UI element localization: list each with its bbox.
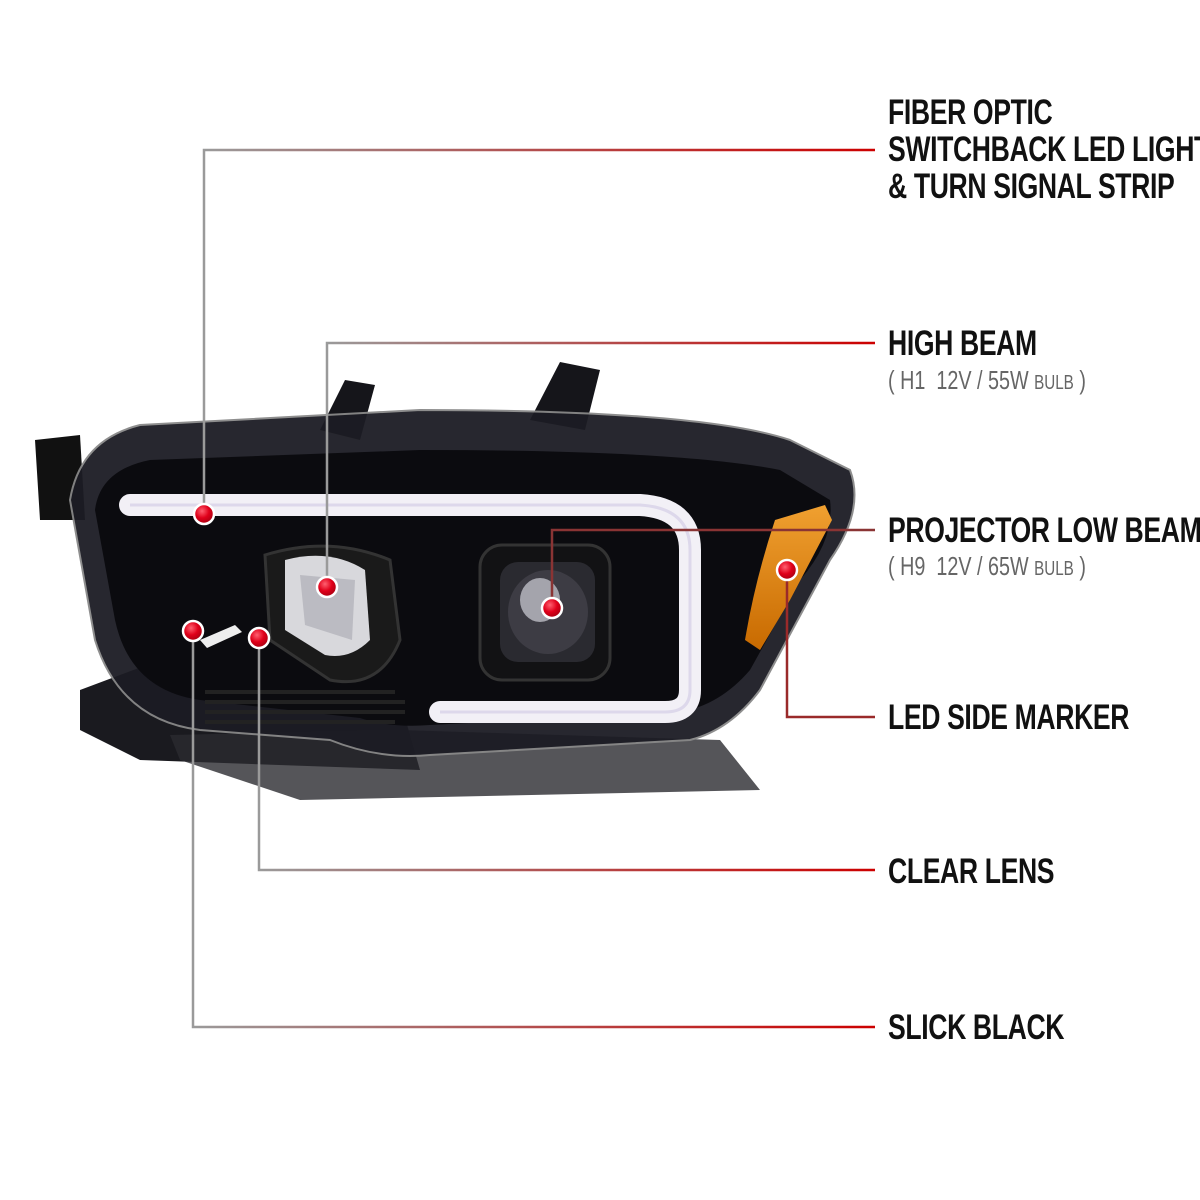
leader-clear-lens xyxy=(257,638,875,872)
leader-high-beam xyxy=(325,341,875,587)
paren: ) xyxy=(1079,551,1086,581)
marker-dot-high-beam xyxy=(315,575,339,599)
label-line: & TURN SIGNAL STRIP xyxy=(888,167,1175,206)
label-clear-lens: CLEAR LENS xyxy=(888,852,1055,891)
label-projector-low-beam: PROJECTOR LOW BEAM xyxy=(888,511,1200,550)
bulb-type: H1 xyxy=(900,365,926,395)
marker-dot-projector xyxy=(540,596,564,620)
leader-lines xyxy=(191,148,875,1029)
leader-side-marker xyxy=(785,570,875,719)
label-led-side-marker: LED SIDE MARKER xyxy=(888,698,1130,737)
paren: ) xyxy=(1079,365,1086,395)
label-line: FIBER OPTIC xyxy=(888,93,1053,132)
label-fiber-optic: FIBER OPTIC SWITCHBACK LED LIGHT & TURN … xyxy=(888,94,1200,205)
paren: ( xyxy=(888,551,895,581)
marker-dot-fiber-optic xyxy=(192,502,216,526)
paren: ( xyxy=(888,365,895,395)
marker-dot-slick-black xyxy=(181,619,205,643)
label-high-beam: HIGH BEAM xyxy=(888,324,1037,363)
leader-slick-black xyxy=(191,631,875,1029)
bulb-suffix: BULB xyxy=(1034,372,1074,394)
label-slick-black: SLICK BLACK xyxy=(888,1008,1065,1047)
marker-dot-side-marker xyxy=(775,558,799,582)
leader-projector xyxy=(550,528,875,608)
label-line: SWITCHBACK LED LIGHT xyxy=(888,130,1200,169)
bulb-rating: 12V / 65W xyxy=(936,551,1029,581)
bulb-type: H9 xyxy=(900,551,926,581)
bulb-rating: 12V / 55W xyxy=(936,365,1029,395)
spec-high-beam: ( H1 12V / 55W BULB ) xyxy=(888,366,1086,397)
bulb-suffix: BULB xyxy=(1034,558,1074,580)
spec-projector-low-beam: ( H9 12V / 65W BULB ) xyxy=(888,552,1086,583)
headlight-housing xyxy=(35,362,856,800)
marker-dot-clear-lens xyxy=(247,626,271,650)
leader-fiber-optic xyxy=(202,148,875,514)
high-beam-reflector xyxy=(263,544,402,684)
